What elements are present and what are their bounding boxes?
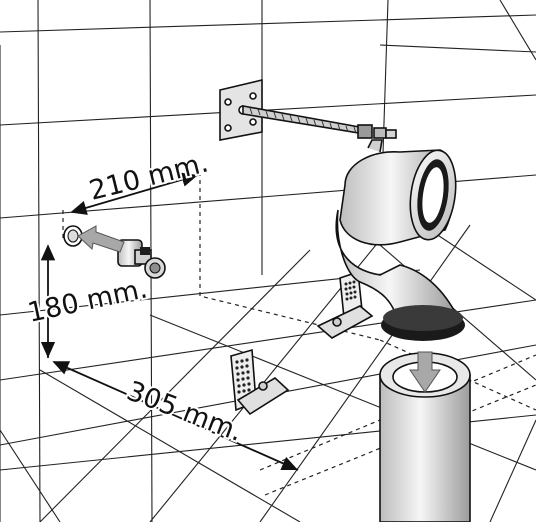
drain-arrow — [409, 351, 441, 393]
wall-mount-plate — [219, 78, 263, 141]
valve-arrow — [77, 225, 125, 253]
width-dimension-arrow — [70, 172, 199, 215]
water-inlet — [63, 225, 83, 247]
threaded-rod — [242, 105, 397, 139]
depth-dimension-arrow — [52, 361, 299, 471]
angle-valve — [117, 239, 166, 279]
pan-connector — [335, 139, 465, 341]
